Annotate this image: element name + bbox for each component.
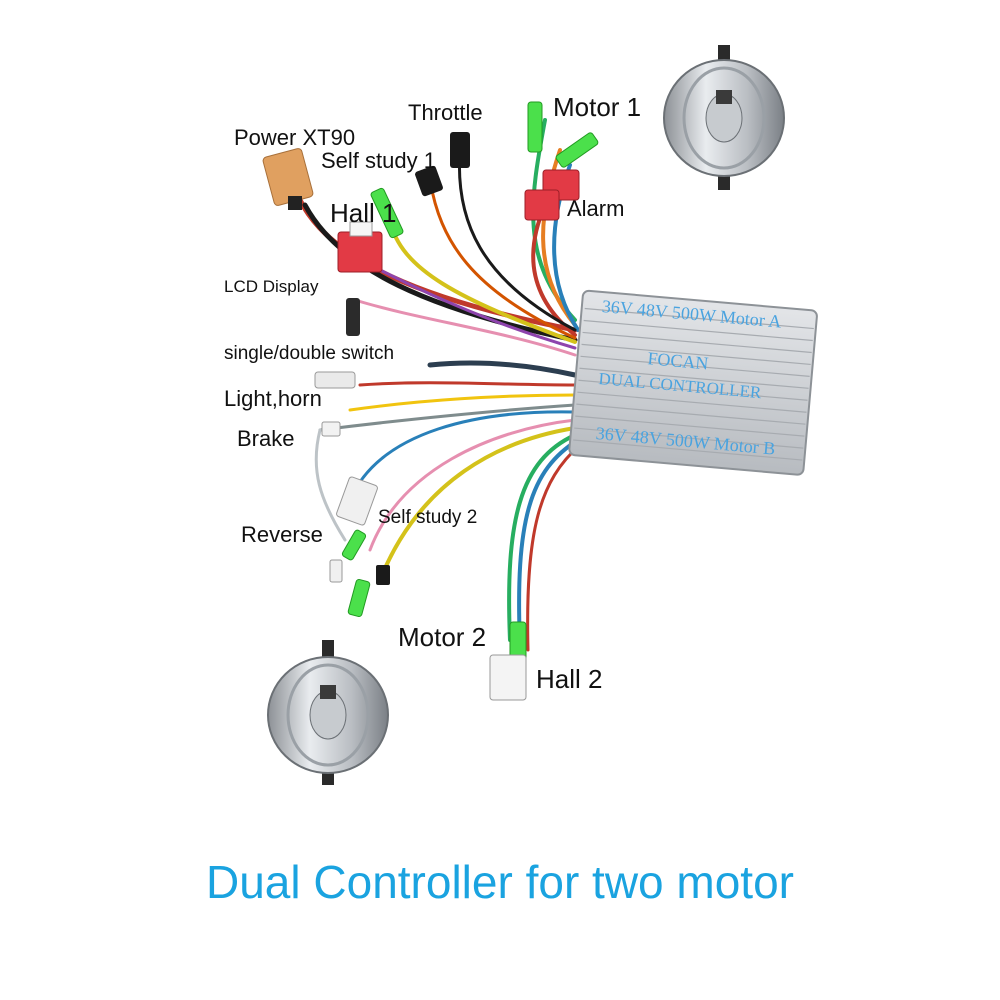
label-self-study-1: Self study 1 [321, 148, 436, 173]
label-power-xt90: Power XT90 [234, 125, 356, 150]
label-motor-2: Motor 2 [398, 622, 487, 652]
xt90-connector [262, 148, 314, 210]
caption-title: Dual Controller for two motor [206, 856, 794, 908]
label-self-study-2: Self study 2 [378, 507, 478, 528]
wire-harness [297, 118, 582, 652]
hall-1-green-plug [370, 187, 404, 239]
hall-1-connector [337, 221, 383, 273]
self-study-1-connector [415, 165, 443, 197]
throttle-connector [450, 132, 470, 168]
label-reverse: Reverse [241, 522, 323, 547]
self-study-2-connectors [347, 565, 390, 618]
label-hall-1: Hall 1 [330, 198, 397, 228]
lcd-display-connector [346, 298, 360, 336]
brake-connector [321, 421, 341, 437]
label-throttle: Throttle [408, 100, 483, 125]
label-lcd-display: LCD Display [224, 277, 319, 296]
switch-connector [314, 371, 356, 389]
controller-box: 36V 48V 500W Motor A FOCAN DUAL CONTROLL… [568, 289, 818, 476]
label-single-double-switch: single/double switch [224, 343, 395, 364]
label-alarm: Alarm [567, 196, 625, 221]
motor-1-hub [663, 45, 785, 190]
label-motor-1: Motor 1 [553, 92, 642, 122]
motor-2-hall-connectors [489, 621, 527, 701]
label-light-horn: Light,horn [224, 386, 322, 411]
reverse-connectors [329, 476, 378, 583]
motor-1-phase-connectors [524, 101, 599, 221]
label-hall-2: Hall 2 [536, 664, 603, 694]
motor-2-hub [267, 640, 389, 785]
label-brake: Brake [237, 426, 295, 451]
